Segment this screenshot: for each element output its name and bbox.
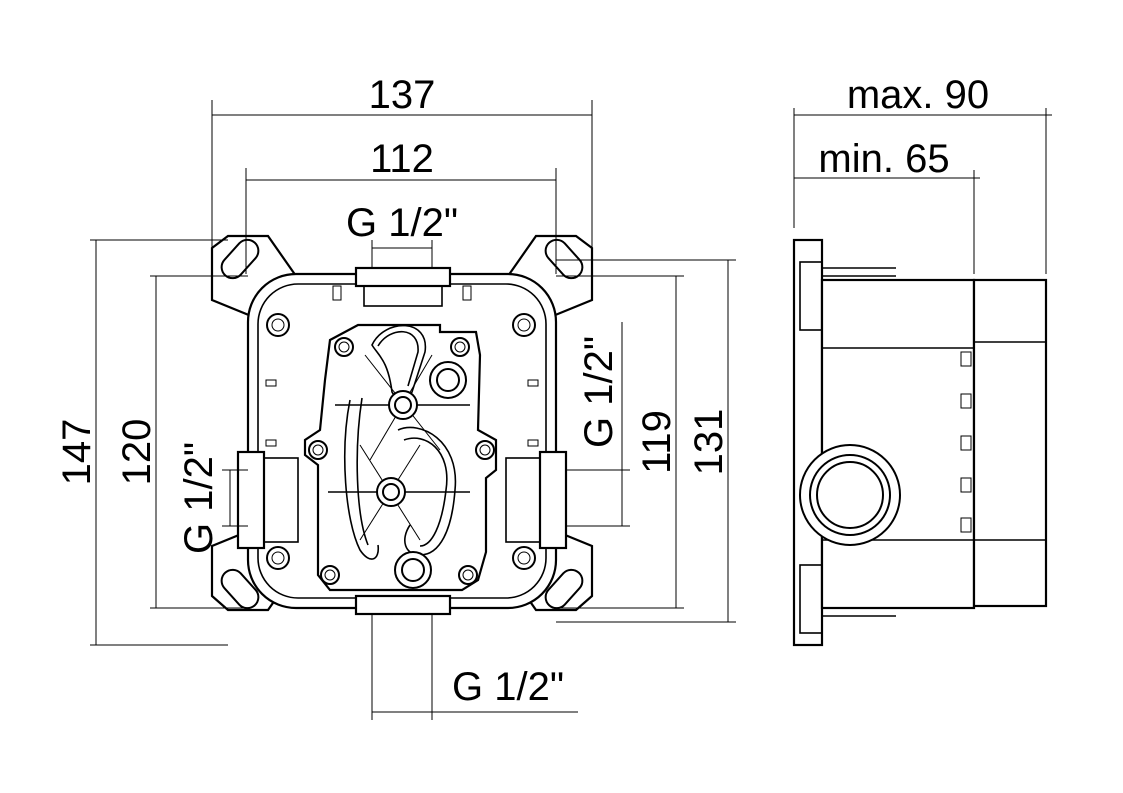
ear-slot-tl [220, 238, 260, 280]
dim-width-outer: 137 [369, 73, 436, 117]
side-extension [972, 278, 1048, 608]
ear-slot-br [544, 568, 584, 610]
port-right [538, 450, 568, 550]
port-left-inner [263, 457, 299, 543]
side-ports [236, 266, 568, 616]
dim-width-inner: 112 [370, 137, 434, 181]
side-flange [792, 238, 824, 647]
dim-depth-max: max. 90 [847, 73, 989, 117]
dim-height-right-inner: 119 [635, 410, 679, 474]
side-view: max. 90 min. 65 [792, 73, 1052, 647]
dim-height-inner: 120 [115, 419, 159, 486]
dim-height-outer: 147 [55, 419, 99, 486]
side-body [820, 278, 976, 610]
front-view: 137 112 G 1/2" G 1/2" 147 120 G 1/2" G 1… [55, 73, 736, 720]
connection-right-label: G 1/2" [577, 336, 621, 448]
dim-height-right-outer: 131 [687, 409, 731, 476]
port-left [236, 450, 266, 550]
box-screws [265, 285, 539, 570]
port-top-inner [363, 285, 443, 307]
port-top [354, 266, 452, 288]
side-port [799, 444, 901, 546]
connection-top-label: G 1/2" [346, 201, 458, 245]
ear-slot-bl [220, 568, 260, 610]
port-right-inner [505, 457, 541, 543]
connection-left-label: G 1/2" [177, 442, 221, 554]
front-dimension-lines [90, 100, 736, 720]
dim-depth-min: min. 65 [818, 137, 949, 181]
valve-bosses [308, 337, 495, 589]
valve-plate [303, 323, 498, 592]
port-bottom [354, 594, 452, 616]
connection-bottom-label: G 1/2" [452, 665, 564, 709]
